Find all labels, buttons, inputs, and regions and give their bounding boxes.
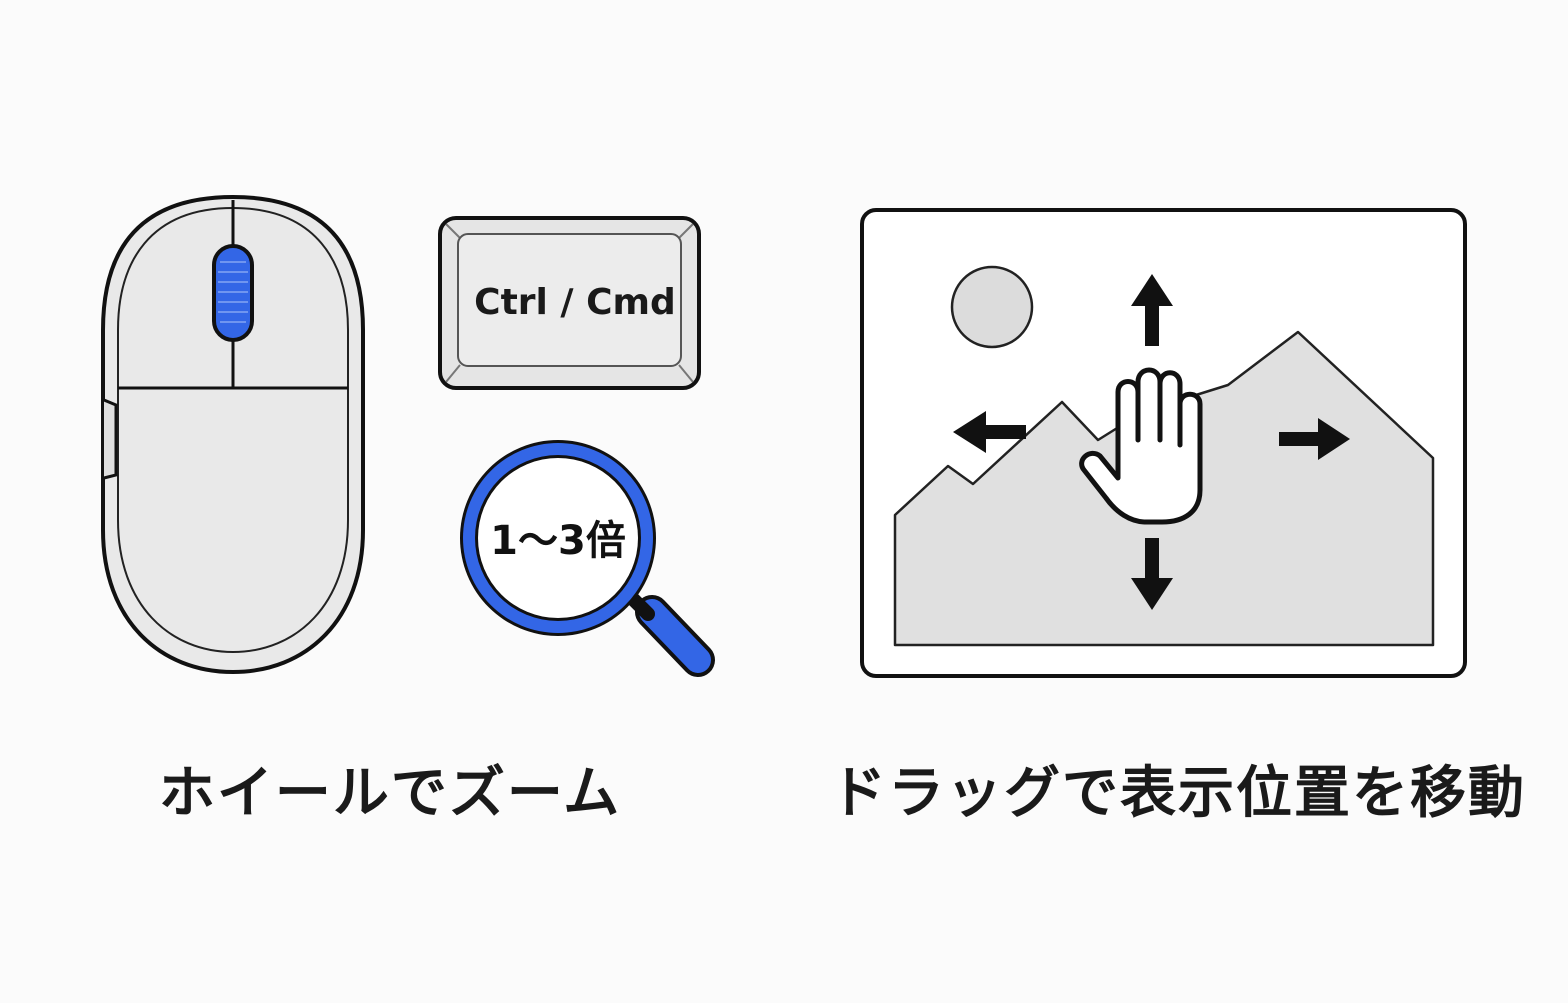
sun-icon (950, 265, 1034, 349)
keycap-icon: Ctrl / Cmd (438, 216, 701, 390)
arrow-left-icon (953, 411, 1026, 453)
caption-pan: ドラッグで表示位置を移動 (830, 761, 1526, 826)
mouse-icon (101, 194, 365, 675)
hand-icon (1079, 367, 1203, 525)
image-frame-icon (860, 208, 1467, 678)
arrow-down-icon (1131, 538, 1173, 610)
caption-zoom: ホイールでズーム (158, 761, 622, 826)
arrow-up-icon (1131, 274, 1173, 346)
magnifier-icon: 1～3倍 (460, 440, 715, 677)
scroll-wheel-icon (212, 244, 254, 342)
magnifier-label: 1～3倍 (490, 518, 626, 564)
keycap-label: Ctrl / Cmd (474, 282, 676, 323)
arrow-right-icon (1279, 418, 1350, 460)
